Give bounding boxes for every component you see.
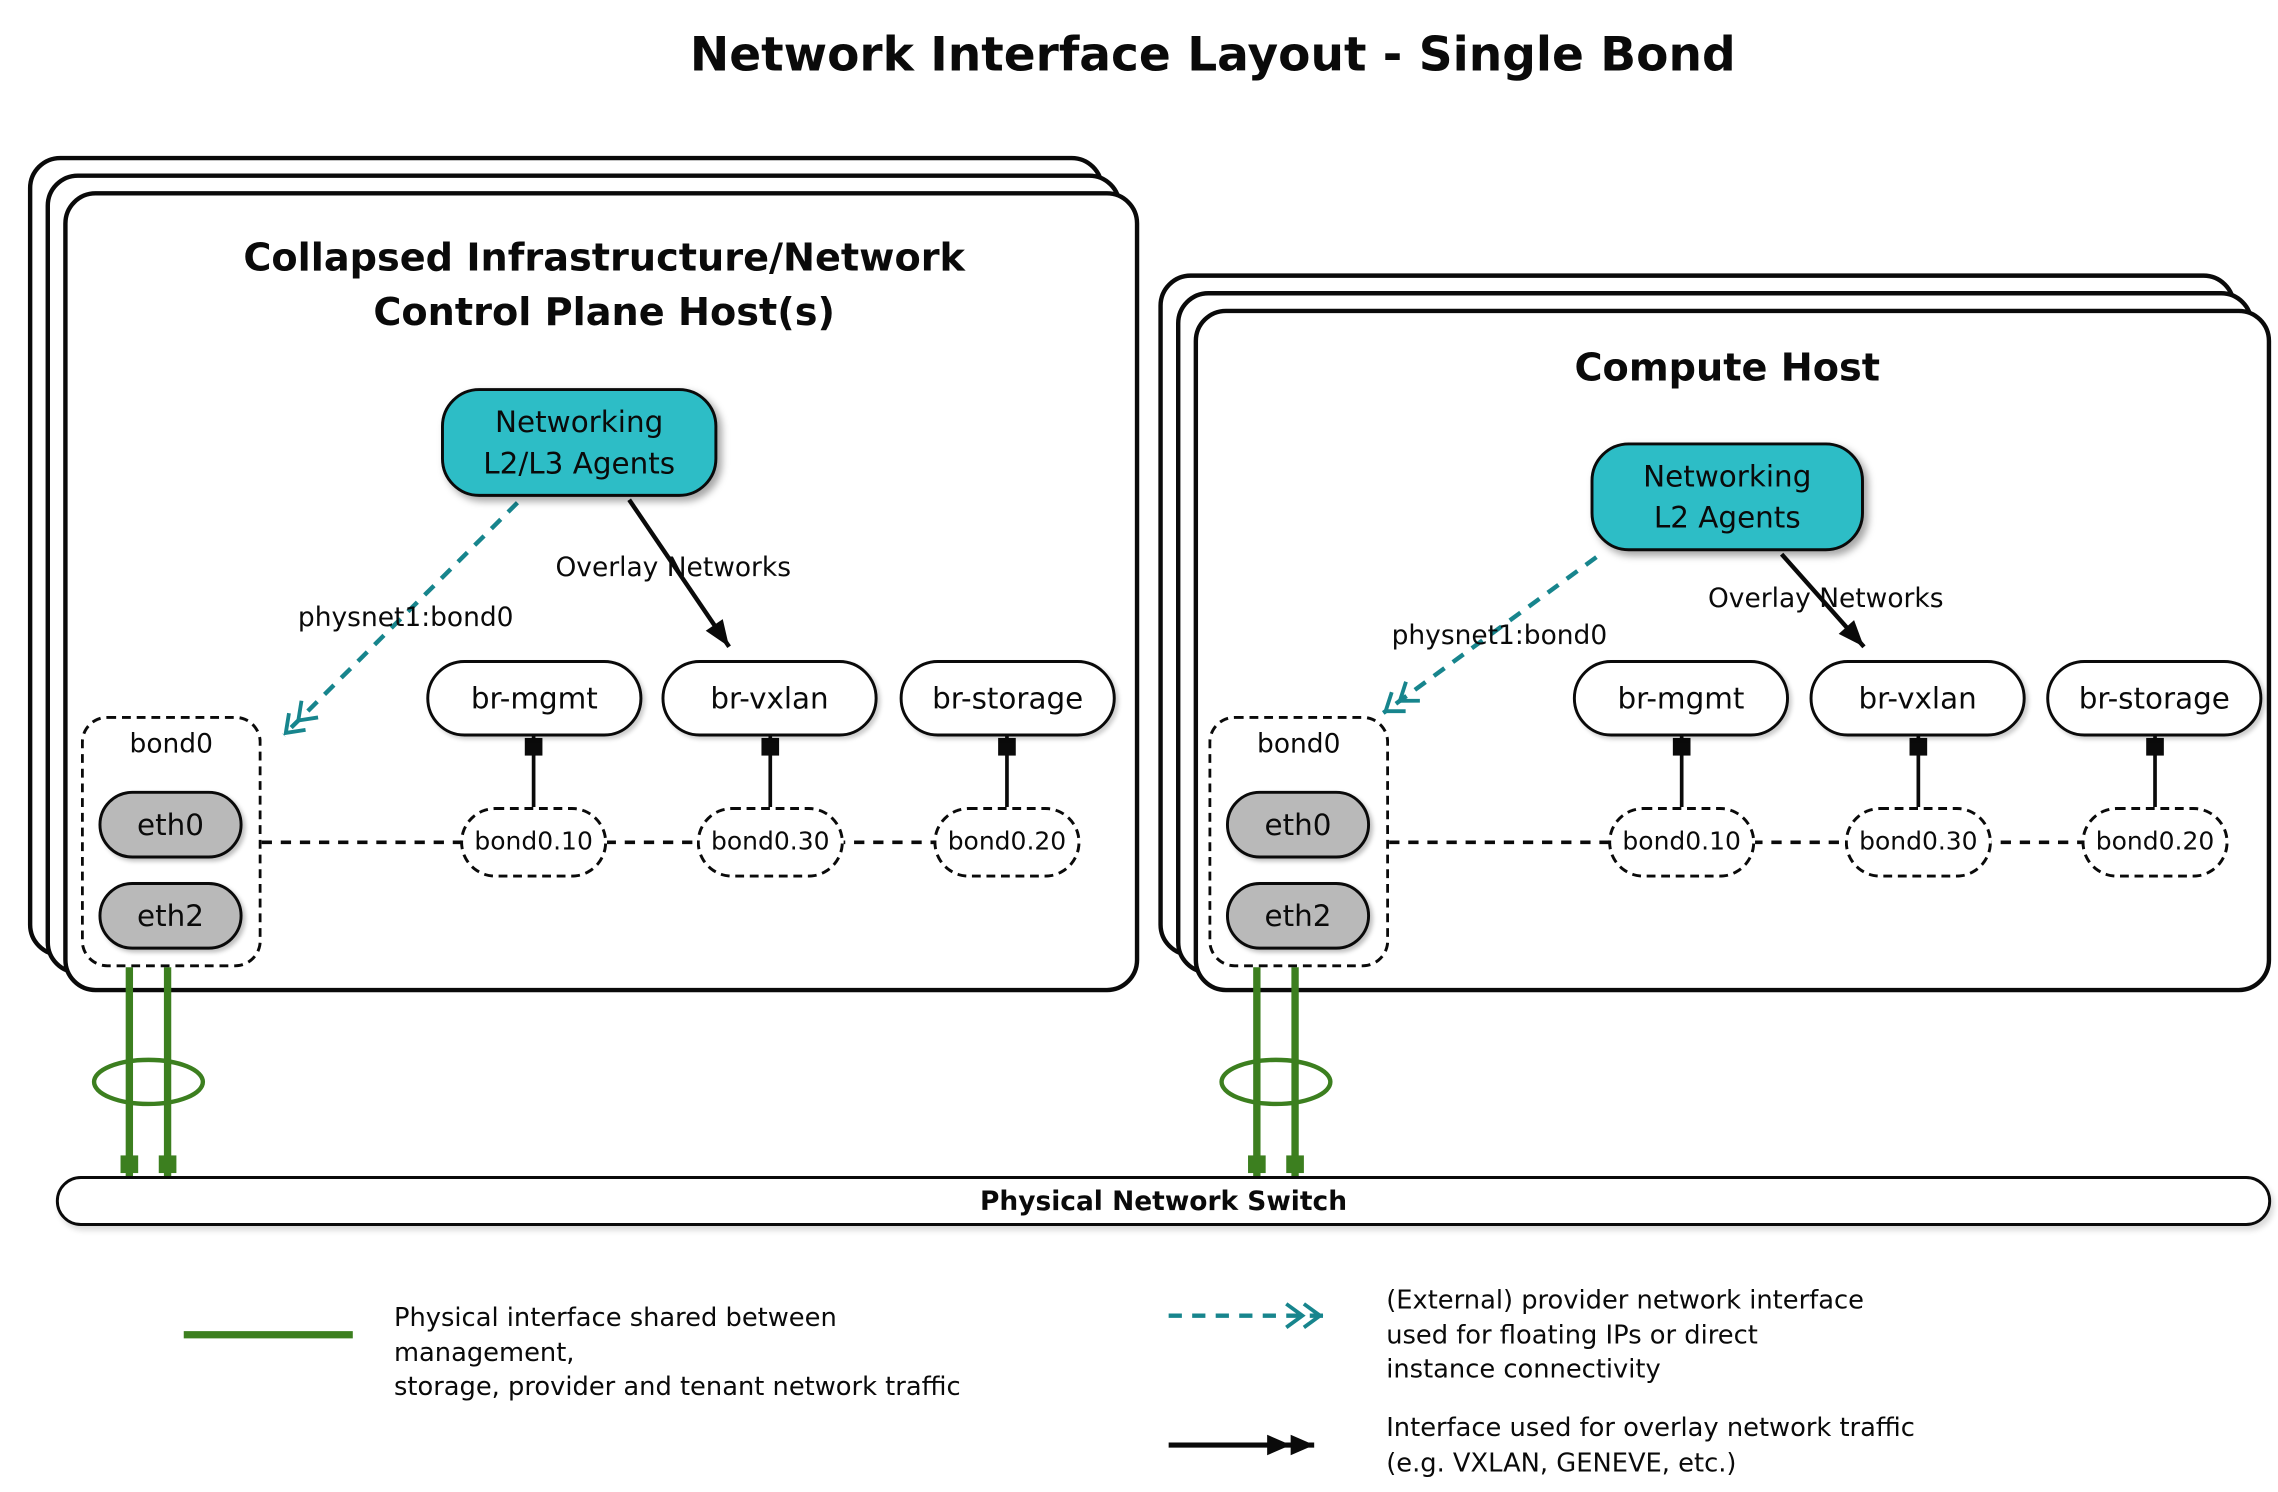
bridge-br-storage: br-storage: [2046, 660, 2263, 737]
provider-arrow-right: [1381, 555, 1598, 715]
compute-bond-label: bond0: [1257, 729, 1341, 760]
switch-port-square: [1286, 1155, 1304, 1174]
bridge-port-square: [998, 737, 1016, 756]
vlan-bond0-30: bond0.30: [1844, 807, 1992, 878]
switch-port-square: [120, 1155, 139, 1174]
control-physnet-label: physnet1:bond0: [297, 602, 514, 634]
vlan-bond0-10: bond0.10: [1608, 807, 1756, 878]
bridge-br-vxlan: br-vxlan: [661, 660, 878, 737]
overlay-arrow-left: [627, 498, 731, 649]
nic-eth2: eth2: [1225, 882, 1371, 950]
control-agent-box: Networking L2/L3 Agents: [441, 388, 718, 497]
vlan-bond0-20: bond0.20: [933, 807, 1081, 878]
bridge-br-storage: br-storage: [899, 660, 1116, 737]
provider-arrow-left: [282, 501, 519, 737]
physical-switch-label: Physical Network Switch: [979, 1185, 1348, 1217]
legend-provider-network-text: (External) provider network interface us…: [1386, 1286, 1864, 1386]
bridge-port-square: [524, 737, 543, 756]
compute-physnet-label: physnet1:bond0: [1391, 620, 1608, 652]
bridge-port-square: [1909, 737, 1928, 756]
vlan-bond0-30: bond0.30: [696, 807, 844, 878]
nic-eth0: eth0: [98, 790, 243, 859]
compute-host-title: Compute Host: [1574, 346, 1880, 392]
compute-overlay-label: Overlay Networks: [1707, 583, 1944, 615]
bridge-br-vxlan: br-vxlan: [1809, 660, 2026, 737]
switch-port-square: [158, 1155, 177, 1174]
bridge-br-mgmt: br-mgmt: [426, 660, 643, 737]
compute-bond-box: [1208, 715, 1390, 968]
nic-eth2: eth2: [98, 882, 243, 950]
vlan-bond0-20: bond0.20: [2081, 807, 2229, 878]
switch-port-square: [1248, 1155, 1266, 1174]
control-host-title: Collapsed Infrastructure/Network Control…: [243, 236, 965, 336]
vlan-bond0-10: bond0.10: [460, 807, 608, 878]
bridge-br-mgmt: br-mgmt: [1572, 660, 1789, 737]
bridge-port-square: [761, 737, 780, 756]
overlay-arrow-right: [1779, 552, 1866, 649]
control-bond-box: [80, 715, 262, 968]
compute-host-box: [1193, 308, 2272, 993]
bond-group-ellipse: [1219, 1057, 1333, 1107]
physical-switch-bar: Physical Network Switch: [55, 1176, 2272, 1226]
bridge-port-square: [1672, 737, 1691, 756]
bridge-port-square: [2146, 737, 2164, 756]
bond-group-ellipse: [91, 1057, 206, 1107]
nic-eth0: eth0: [1225, 790, 1371, 859]
compute-agent-box: Networking L2 Agents: [1590, 442, 1864, 552]
control-bond-label: bond0: [129, 729, 213, 760]
legend-overlay-traffic-text: Interface used for overlay network traff…: [1386, 1414, 1915, 1479]
legend-physical-interface-text: Physical interface shared between manage…: [393, 1303, 961, 1403]
page-title: Network Interface Layout - Single Bond: [689, 26, 1736, 83]
control-overlay-label: Overlay Networks: [555, 552, 792, 584]
